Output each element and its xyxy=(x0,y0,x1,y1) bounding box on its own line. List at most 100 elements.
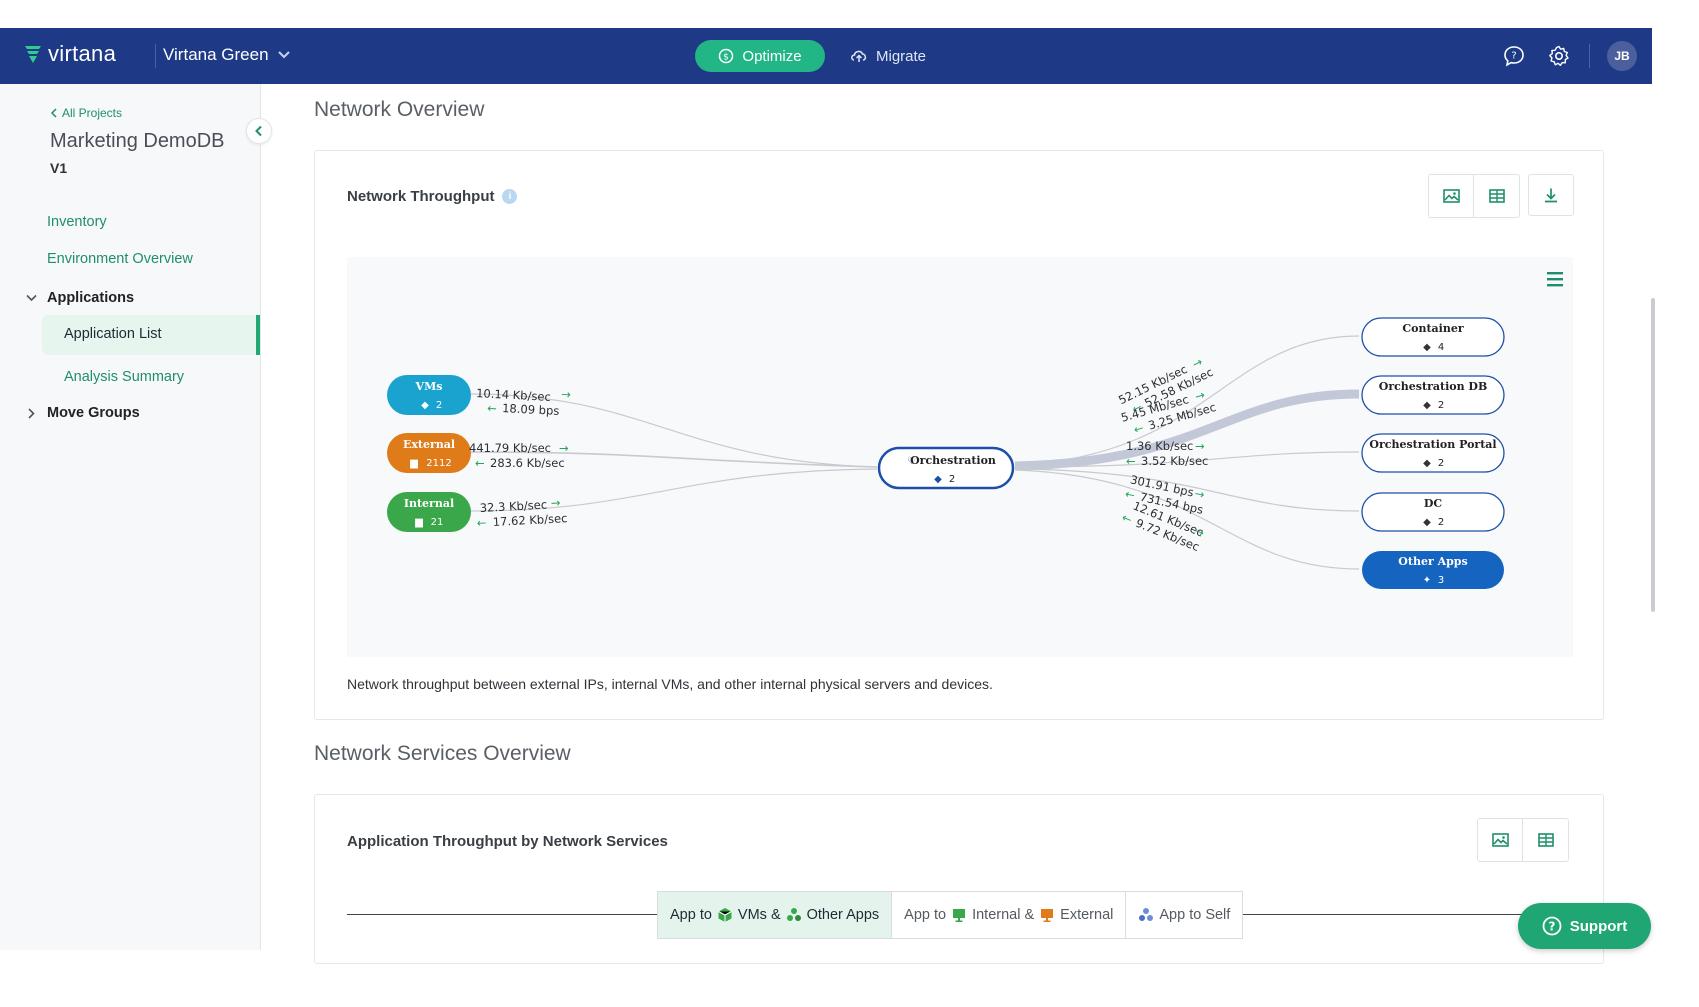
network-throughput-graph: VMs ◆ 2 External ▆ 2112 Internal ▆ xyxy=(347,257,1573,657)
link-orchestration-dc xyxy=(1014,468,1360,512)
tab-part-a: Internal & xyxy=(972,907,1035,923)
sidebar-group-label: Move Groups xyxy=(47,405,140,421)
network-throughput-card: Network Throughput i xyxy=(314,150,1604,720)
tab-app-to-vms-other-apps[interactable]: App to VMs & Other Apps xyxy=(658,892,893,938)
node-vms[interactable]: VMs ◆ 2 xyxy=(387,375,471,415)
collapse-sidebar-button[interactable] xyxy=(246,118,272,144)
gear-icon[interactable] xyxy=(1547,44,1571,68)
table-icon xyxy=(1488,189,1505,203)
arrow-right-icon: → xyxy=(559,441,569,455)
node-dc[interactable]: DC ◆ 2 xyxy=(1361,492,1505,532)
sidebar-group-label: Applications xyxy=(47,290,135,306)
node-label: Orchestration xyxy=(910,454,996,467)
network-services-title: Network Services Overview xyxy=(314,742,571,765)
node-external[interactable]: External ▆ 2112 xyxy=(387,433,471,473)
optimize-button[interactable]: $ Optimize xyxy=(695,40,825,72)
project-name: Marketing DemoDB xyxy=(50,130,225,152)
all-projects-link[interactable]: All Projects xyxy=(50,106,122,120)
node-label: External xyxy=(403,438,455,451)
support-label: Support xyxy=(1569,917,1628,935)
app-throughput-title: Application Throughput by Network Servic… xyxy=(347,833,668,850)
cloud-upload-icon xyxy=(851,50,867,62)
chevron-right-icon xyxy=(28,407,35,419)
node-orchestration[interactable]: ♡ Orchestration ◆ 2 xyxy=(877,446,1015,490)
workspace-selector[interactable]: Virtana Green xyxy=(163,45,291,65)
navbar-divider xyxy=(155,44,156,68)
table-icon xyxy=(1537,833,1554,847)
all-projects-label: All Projects xyxy=(62,106,123,120)
help-circle-icon: ? xyxy=(1542,916,1562,936)
arrow-right-icon: → xyxy=(1195,439,1205,453)
migrate-label: Migrate xyxy=(876,47,927,65)
support-button[interactable]: ? Support xyxy=(1518,903,1651,949)
node-label: Orchestration Portal xyxy=(1369,438,1496,451)
cube-icon: ◆ xyxy=(1423,458,1431,469)
sidebar-group-applications[interactable]: Applications xyxy=(26,290,134,306)
info-icon[interactable]: i xyxy=(502,189,518,204)
arrow-left-icon: ← xyxy=(1124,487,1136,503)
arrow-right-icon: → xyxy=(1194,486,1207,502)
link-label-portal-in: 3.52 Kb/sec xyxy=(1141,454,1208,468)
node-orchestration-portal[interactable]: Orchestration Portal ◆ 2 xyxy=(1361,433,1505,473)
page-scrollbar[interactable] xyxy=(1651,298,1655,612)
network-overview-title: Network Overview xyxy=(314,98,485,121)
tab-app-to-self[interactable]: App to Self xyxy=(1126,892,1242,938)
monitor-icon: ▆ xyxy=(409,458,418,469)
user-avatar[interactable]: JB xyxy=(1607,41,1637,71)
node-internal[interactable]: Internal ▆ 21 xyxy=(387,492,471,532)
svg-text:$: $ xyxy=(724,53,730,63)
navbar-divider-right xyxy=(1589,44,1590,68)
download-button[interactable] xyxy=(1528,174,1574,216)
table-view-button[interactable] xyxy=(1474,175,1519,217)
node-count: 3 xyxy=(1438,575,1444,586)
sidebar-item-analysis-summary[interactable]: Analysis Summary xyxy=(64,369,185,385)
cube-icon: ◆ xyxy=(1423,400,1431,411)
image-icon xyxy=(1442,189,1460,203)
arrow-right-icon: → xyxy=(550,495,561,510)
image-view-button[interactable] xyxy=(1429,175,1474,217)
app-throughput-card: Application Throughput by Network Servic… xyxy=(314,794,1604,964)
chevron-left-icon xyxy=(50,108,57,118)
tab-app-to-internal-external[interactable]: App to Internal & External xyxy=(892,892,1127,938)
sidebar: All Projects Marketing DemoDB V1 Invento… xyxy=(0,84,272,950)
link-orchestration-container xyxy=(1014,335,1360,466)
migrate-button[interactable]: Migrate xyxy=(850,40,926,72)
cube-icon: ◆ xyxy=(1423,342,1431,353)
cube-icon: ◆ xyxy=(1423,517,1431,528)
view-toggle-group xyxy=(1428,174,1520,218)
tab-prefix: App to xyxy=(670,907,712,923)
link-external-orchestration xyxy=(470,451,878,468)
sidebar-item-application-list[interactable]: Application List xyxy=(42,315,260,355)
link-label-portal-out: 1.36 Kb/sec xyxy=(1126,439,1193,453)
brand-name: virtana xyxy=(48,41,117,66)
top-navbar: virtana Virtana Green $ Optimize Migrate… xyxy=(0,28,1652,84)
brand-logo[interactable]: virtana xyxy=(24,41,116,67)
node-count: 2112 xyxy=(426,458,451,469)
sidebar-item-environment-overview[interactable]: Environment Overview xyxy=(47,251,193,267)
node-orchestration-db[interactable]: Orchestration DB ◆ 2 xyxy=(1361,375,1505,415)
help-chat-icon[interactable]: ? xyxy=(1502,44,1526,68)
image-view-button[interactable] xyxy=(1478,819,1523,861)
node-label: Orchestration DB xyxy=(1379,380,1488,393)
sidebar-group-move-groups[interactable]: Move Groups xyxy=(26,405,140,421)
network-throughput-title: Network Throughput i xyxy=(347,188,518,205)
arrow-left-icon: ← xyxy=(1132,421,1145,437)
monitor-icon xyxy=(1041,909,1054,922)
sidebar-item-inventory[interactable]: Inventory xyxy=(47,214,107,230)
arrow-right-icon: → xyxy=(1193,387,1206,403)
project-version: V1 xyxy=(50,160,68,176)
node-container[interactable]: Container ◆ 4 xyxy=(1361,317,1505,357)
link-label-external-in: 283.6 Kb/sec xyxy=(490,456,565,470)
cube-icon xyxy=(718,908,732,922)
tab-label: App to Self xyxy=(1159,907,1231,923)
table-view-button[interactable] xyxy=(1523,819,1568,861)
chart-menu-icon[interactable] xyxy=(1547,272,1563,287)
node-count: 2 xyxy=(1438,400,1444,411)
node-other-apps[interactable]: Other Apps ✦ 3 xyxy=(1362,551,1504,589)
network-graph-svg: VMs ◆ 2 External ▆ 2112 Internal ▆ xyxy=(387,272,1563,589)
download-icon xyxy=(1545,188,1557,203)
node-count: 2 xyxy=(1438,458,1444,469)
arrow-left-icon: ← xyxy=(475,456,485,470)
image-icon xyxy=(1491,833,1509,847)
link-label-internal-in: 17.62 Kb/sec xyxy=(492,511,567,529)
